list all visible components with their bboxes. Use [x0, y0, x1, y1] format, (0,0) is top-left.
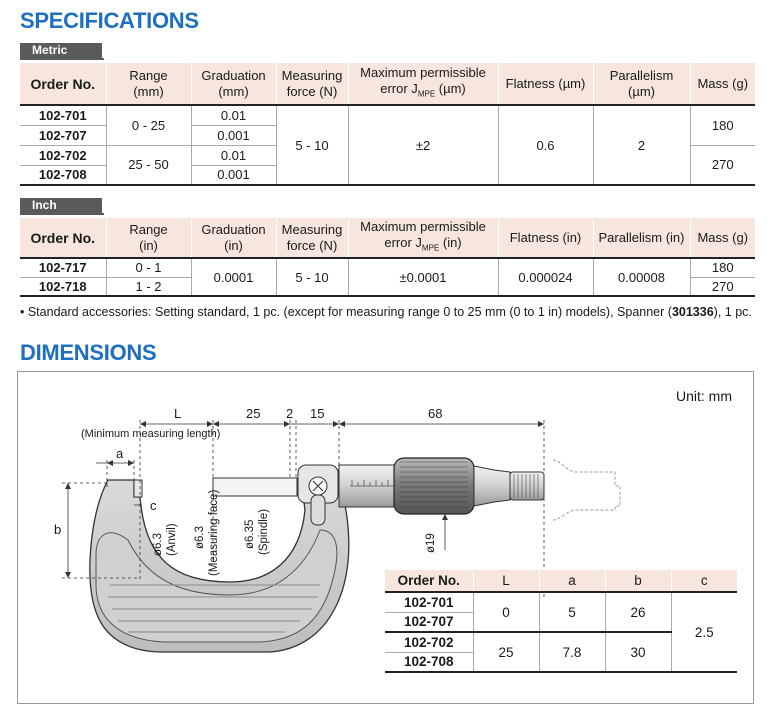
metric-header-range: Range(mm) — [105, 63, 191, 106]
metric-order-cell: 102-701 — [20, 105, 106, 126]
inch-mass-cell: 180 — [689, 258, 755, 278]
inch-force-cell: 5 - 10 — [275, 258, 348, 297]
metric-mass-cell: 270 — [689, 145, 755, 186]
ratchet-neck — [473, 465, 511, 507]
dim-header-order: Order No. — [385, 570, 473, 593]
dim-header-L: L — [472, 570, 539, 593]
metric-graduation-cell: 0.001 — [190, 125, 276, 146]
dim-b-cell: 26 — [604, 592, 671, 633]
anvil — [133, 479, 143, 498]
inch-range-cell: 0 - 1 — [105, 258, 191, 278]
dim-label-phi63-face: ø6.3 — [194, 525, 206, 549]
dim-order-cell: 102-702 — [385, 632, 473, 653]
inch-spec-table: Order No. Range(in) Graduation(in) Measu… — [20, 218, 755, 297]
dim-label-phi19: ø19 — [425, 533, 437, 553]
dimensions-table: Order No. L a b c 102-701 0 5 26 2.5 102… — [385, 570, 737, 673]
dim-label-measuring-face: (Measuring face) — [208, 489, 220, 576]
dim-order-cell: 102-701 — [385, 592, 473, 613]
dim-label-15: 15 — [310, 406, 325, 421]
dim-header-a: a — [538, 570, 605, 593]
metric-graduation-cell: 0.001 — [190, 165, 276, 186]
dim-label-L: L — [174, 406, 182, 421]
metric-mpe-cell: ±2 — [347, 105, 498, 186]
metric-graduation-cell: 0.01 — [190, 105, 276, 126]
metric-header-mass: Mass (g) — [689, 63, 755, 106]
dim-label-spindle: (Spindle) — [258, 508, 270, 555]
dim-a-cell: 7.8 — [538, 632, 605, 673]
thimble — [393, 457, 475, 515]
inch-header-parallelism: Parallelism (in) — [592, 218, 690, 259]
dim-c-cell: 2.5 — [670, 592, 737, 673]
metric-order-cell: 102-702 — [20, 145, 106, 166]
inch-tab-underline — [20, 213, 104, 215]
dim-label-68: 68 — [428, 406, 443, 421]
metric-force-cell: 5 - 10 — [275, 105, 348, 186]
inch-parallelism-cell: 0.00008 — [592, 258, 690, 297]
dim-b-cell: 30 — [604, 632, 671, 673]
inch-header-graduation: Graduation(in) — [190, 218, 276, 259]
dim-label-a: a — [116, 446, 124, 461]
inch-mpe-cell: ±0.0001 — [347, 258, 498, 297]
dim-label-min-length: (Minimum measuring length) — [81, 428, 221, 440]
dim-header-b: b — [604, 570, 671, 593]
inch-range-cell: 1 - 2 — [105, 277, 191, 297]
inch-order-cell: 102-717 — [20, 258, 106, 278]
metric-header-flatness: Flatness (µm) — [497, 63, 593, 106]
inch-graduation-cell: 0.0001 — [190, 258, 276, 297]
ratchet — [509, 471, 545, 501]
dim-header-c: c — [670, 570, 737, 593]
dim-order-cell: 102-708 — [385, 652, 473, 673]
accessories-note: • Standard accessories: Setting standard… — [20, 305, 752, 319]
dimensions-heading: DIMENSIONS — [20, 340, 157, 365]
dim-L-cell: 25 — [472, 632, 539, 673]
frame-insulator — [95, 529, 338, 643]
dim-label-phi63-anvil: ø6.3 — [152, 532, 164, 556]
dimensions-diagram-frame — [17, 371, 754, 704]
metric-range-cell: 25 - 50 — [105, 145, 191, 186]
dim-label-25: 25 — [246, 406, 261, 421]
spanner-outline — [552, 459, 621, 521]
spindle — [212, 477, 298, 497]
inch-order-cell: 102-718 — [20, 277, 106, 297]
metric-parallelism-cell: 2 — [592, 105, 690, 186]
dim-label-b: b — [54, 522, 62, 537]
dim-label-anvil: (Anvil) — [166, 523, 178, 556]
metric-tab: Metric — [20, 43, 102, 58]
dim-label-phi635: ø6.35 — [244, 519, 256, 549]
metric-flatness-cell: 0.6 — [497, 105, 593, 186]
unit-label: Unit: mm — [676, 388, 732, 404]
dim-label-2: 2 — [286, 406, 294, 421]
metric-graduation-cell: 0.01 — [190, 145, 276, 166]
metric-header-parallelism: Parallelism (µm) — [592, 63, 690, 106]
inch-header-flatness: Flatness (in) — [497, 218, 593, 259]
metric-order-cell: 102-707 — [20, 125, 106, 146]
metric-header-graduation: Graduation(mm) — [190, 63, 276, 106]
metric-mass-cell: 180 — [689, 105, 755, 146]
metric-spec-table: Order No. Range(mm) Graduation(mm) Measu… — [20, 63, 755, 186]
inch-header-range: Range(in) — [105, 218, 191, 259]
dim-a-cell: 5 — [538, 592, 605, 633]
inch-tab: Inch — [20, 198, 102, 213]
metric-order-cell: 102-708 — [20, 165, 106, 186]
metric-header-order: Order No. — [20, 63, 106, 106]
dim-L-cell: 0 — [472, 592, 539, 633]
specifications-heading: SPECIFICATIONS — [20, 8, 199, 33]
dim-label-c: c — [150, 498, 157, 513]
inch-mass-cell: 270 — [689, 277, 755, 297]
metric-tab-underline — [20, 58, 104, 60]
inch-header-order: Order No. — [20, 218, 106, 259]
inch-header-mass: Mass (g) — [689, 218, 755, 259]
dim-order-cell: 102-707 — [385, 612, 473, 633]
inch-flatness-cell: 0.000024 — [497, 258, 593, 297]
spanner-code: 301336 — [671, 305, 714, 319]
metric-range-cell: 0 - 25 — [105, 105, 191, 146]
